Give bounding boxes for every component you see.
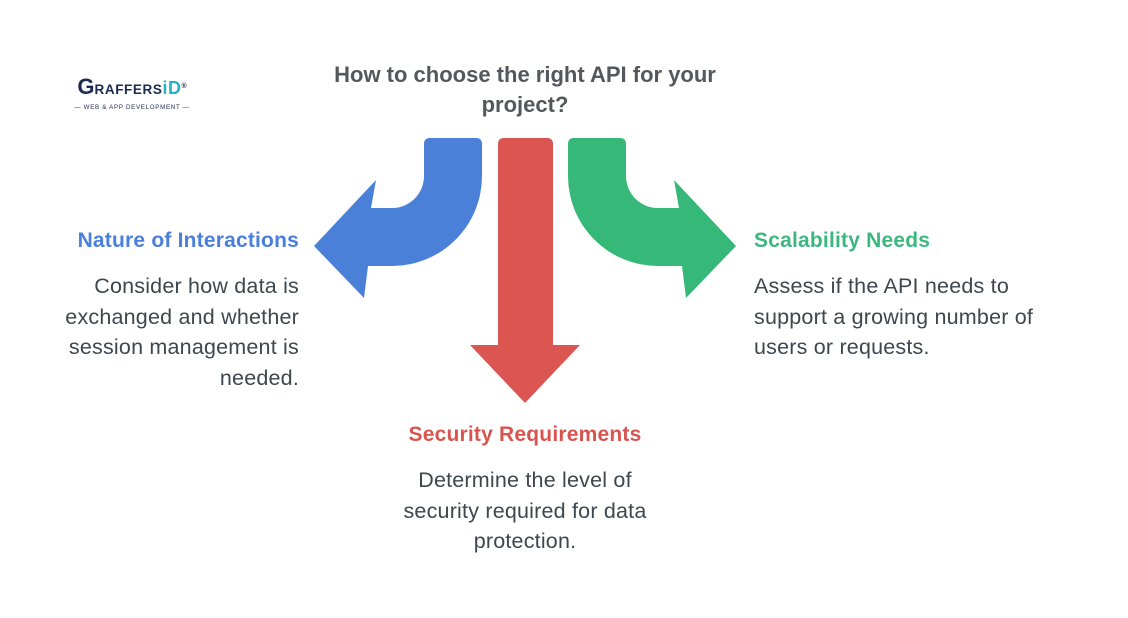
graffersid-logo: GRAFFERSiD® — WEB & APP DEVELOPMENT — [62,74,202,111]
down-arrow-icon [470,138,580,403]
section-security-requirements: Security Requirements Determine the leve… [380,421,670,557]
section-body-scalability: Assess if the API needs to support a gro… [754,274,1034,359]
logo-letter-g: G [77,74,95,99]
section-heading-nature: Nature of Interactions [77,229,299,252]
page-title: How to choose the right API for your pro… [0,60,1050,119]
registered-mark-icon: ® [181,83,187,90]
logo-raffers-text: RAFFERS [94,82,163,97]
page-title-text: How to choose the right API for your pro… [334,62,716,117]
section-body-nature: Consider how data is exchanged and wheth… [65,274,299,390]
right-arrow-icon [568,138,736,298]
section-nature-of-interactions: Nature of Interactions Consider how data… [30,227,299,393]
logo-brand: GRAFFERSiD® [62,74,202,103]
section-body-security: Determine the level of security required… [403,468,647,553]
logo-tagline: — WEB & APP DEVELOPMENT — [74,104,190,111]
section-heading-security: Security Requirements [408,423,642,446]
left-arrow-icon [314,138,482,298]
section-heading-scalability: Scalability Needs [754,229,931,252]
logo-id-text: iD [162,78,182,98]
section-scalability-needs: Scalability Needs Assess if the API need… [754,227,1054,363]
